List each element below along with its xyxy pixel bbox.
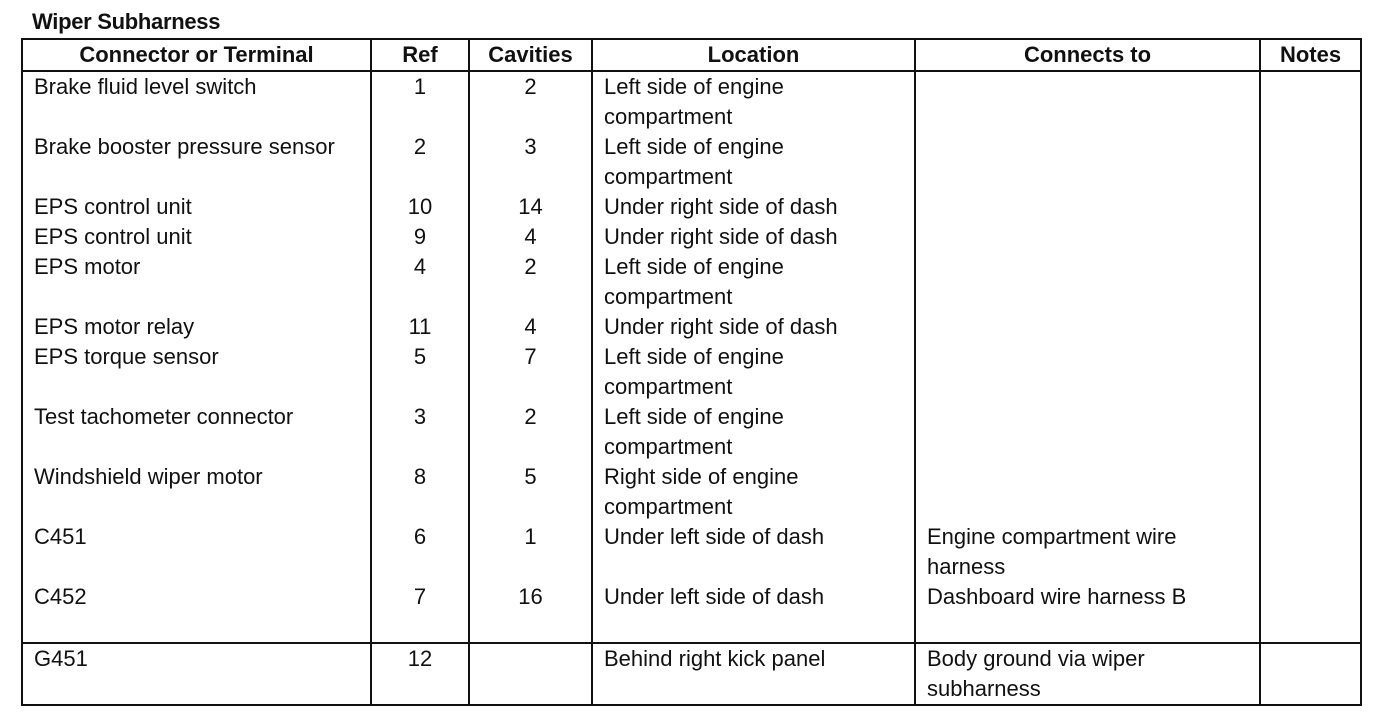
cell-notes	[1259, 192, 1362, 222]
cell-location: Left side of engine compartment	[591, 132, 916, 192]
cell-connects-to: Body ground via wiper subharness	[914, 642, 1261, 706]
header-connector: Connector or Terminal	[21, 38, 372, 72]
cell-connector: EPS motor relay	[21, 312, 372, 342]
cell-ref: 8	[370, 462, 470, 522]
cell-connects-to	[914, 222, 1261, 252]
cell-notes	[1259, 222, 1362, 252]
cell-ref: 4	[370, 252, 470, 312]
cell-connects-to	[914, 312, 1261, 342]
cell-cavities	[468, 642, 593, 706]
cell-location: Under right side of dash	[591, 192, 916, 222]
cell-location: Under right side of dash	[591, 312, 916, 342]
table-row: EPS torque sensor 5 7 Left side of engin…	[21, 342, 1362, 402]
table-row: Brake fluid level switch 1 2 Left side o…	[21, 71, 1362, 132]
table-row: C451 6 1 Under left side of dash Engine …	[21, 522, 1362, 582]
cell-connects-to	[914, 192, 1261, 222]
cell-cavities: 5	[468, 462, 593, 522]
cell-connector: Brake fluid level switch	[21, 71, 372, 132]
table-row: Brake booster pressure sensor 2 3 Left s…	[21, 132, 1362, 192]
cell-connector: Test tachometer connector	[21, 402, 372, 462]
cell-cavities: 2	[468, 402, 593, 462]
cell-location: Under left side of dash	[591, 522, 916, 582]
header-row: Connector or Terminal Ref Cavities Locat…	[21, 38, 1362, 72]
cell-ref: 10	[370, 192, 470, 222]
cell-cavities: 4	[468, 312, 593, 342]
cell-cavities: 1	[468, 522, 593, 582]
table-row: EPS motor 4 2 Left side of engine compar…	[21, 252, 1362, 312]
cell-notes	[1259, 642, 1362, 706]
cell-notes	[1259, 252, 1362, 312]
header-location: Location	[591, 38, 916, 72]
cell-connects-to	[914, 71, 1261, 132]
cell-location: Under left side of dash	[591, 582, 916, 643]
cell-connector: G451	[21, 642, 372, 706]
cell-connector: EPS control unit	[21, 192, 372, 222]
cell-notes	[1259, 582, 1362, 643]
cell-ref: 1	[370, 71, 470, 132]
cell-connector: C452	[21, 582, 372, 643]
header-ref: Ref	[370, 38, 470, 72]
table-row: EPS motor relay 11 4 Under right side of…	[21, 312, 1362, 342]
cell-notes	[1259, 522, 1362, 582]
cell-ref: 5	[370, 342, 470, 402]
cell-notes	[1259, 342, 1362, 402]
page-title: Wiper Subharness	[32, 9, 221, 34]
table-row: G451 12 Behind right kick panel Body gro…	[21, 642, 1362, 706]
cell-connects-to	[914, 402, 1261, 462]
cell-connects-to	[914, 252, 1261, 312]
harness-table: Connector or Terminal Ref Cavities Locat…	[21, 38, 1362, 706]
cell-cavities: 14	[468, 192, 593, 222]
cell-location: Left side of engine compartment	[591, 71, 916, 132]
cell-connects-to: Dashboard wire harness B	[914, 582, 1261, 643]
cell-cavities: 3	[468, 132, 593, 192]
cell-connector: Brake booster pressure sensor	[21, 132, 372, 192]
cell-connector: EPS control unit	[21, 222, 372, 252]
cell-cavities: 2	[468, 252, 593, 312]
cell-connects-to	[914, 462, 1261, 522]
cell-location: Left side of engine compartment	[591, 402, 916, 462]
cell-notes	[1259, 312, 1362, 342]
table-row: Windshield wiper motor 8 5 Right side of…	[21, 462, 1362, 522]
cell-location: Under right side of dash	[591, 222, 916, 252]
cell-notes	[1259, 462, 1362, 522]
table-row: C452 7 16 Under left side of dash Dashbo…	[21, 582, 1362, 643]
table-row: EPS control unit 9 4 Under right side of…	[21, 222, 1362, 252]
cell-connects-to: Engine compartment wire harness	[914, 522, 1261, 582]
cell-location: Behind right kick panel	[591, 642, 916, 706]
cell-connector: EPS torque sensor	[21, 342, 372, 402]
cell-location: Left side of engine compartment	[591, 252, 916, 312]
cell-connector: EPS motor	[21, 252, 372, 312]
header-connects-to: Connects to	[914, 38, 1261, 72]
cell-connector: C451	[21, 522, 372, 582]
header-cavities: Cavities	[468, 38, 593, 72]
cell-connector: Windshield wiper motor	[21, 462, 372, 522]
cell-cavities: 4	[468, 222, 593, 252]
cell-ref: 6	[370, 522, 470, 582]
cell-ref: 11	[370, 312, 470, 342]
cell-location: Left side of engine compartment	[591, 342, 916, 402]
cell-ref: 7	[370, 582, 470, 643]
cell-notes	[1259, 71, 1362, 132]
cell-cavities: 7	[468, 342, 593, 402]
cell-location: Right side of engine compartment	[591, 462, 916, 522]
cell-cavities: 16	[468, 582, 593, 643]
cell-notes	[1259, 132, 1362, 192]
cell-ref: 9	[370, 222, 470, 252]
table-row: Test tachometer connector 3 2 Left side …	[21, 402, 1362, 462]
cell-ref: 2	[370, 132, 470, 192]
header-notes: Notes	[1259, 38, 1362, 72]
cell-ref: 3	[370, 402, 470, 462]
cell-connects-to	[914, 342, 1261, 402]
cell-cavities: 2	[468, 71, 593, 132]
table-row: EPS control unit 10 14 Under right side …	[21, 192, 1362, 222]
cell-notes	[1259, 402, 1362, 462]
cell-connects-to	[914, 132, 1261, 192]
cell-ref: 12	[370, 642, 470, 706]
